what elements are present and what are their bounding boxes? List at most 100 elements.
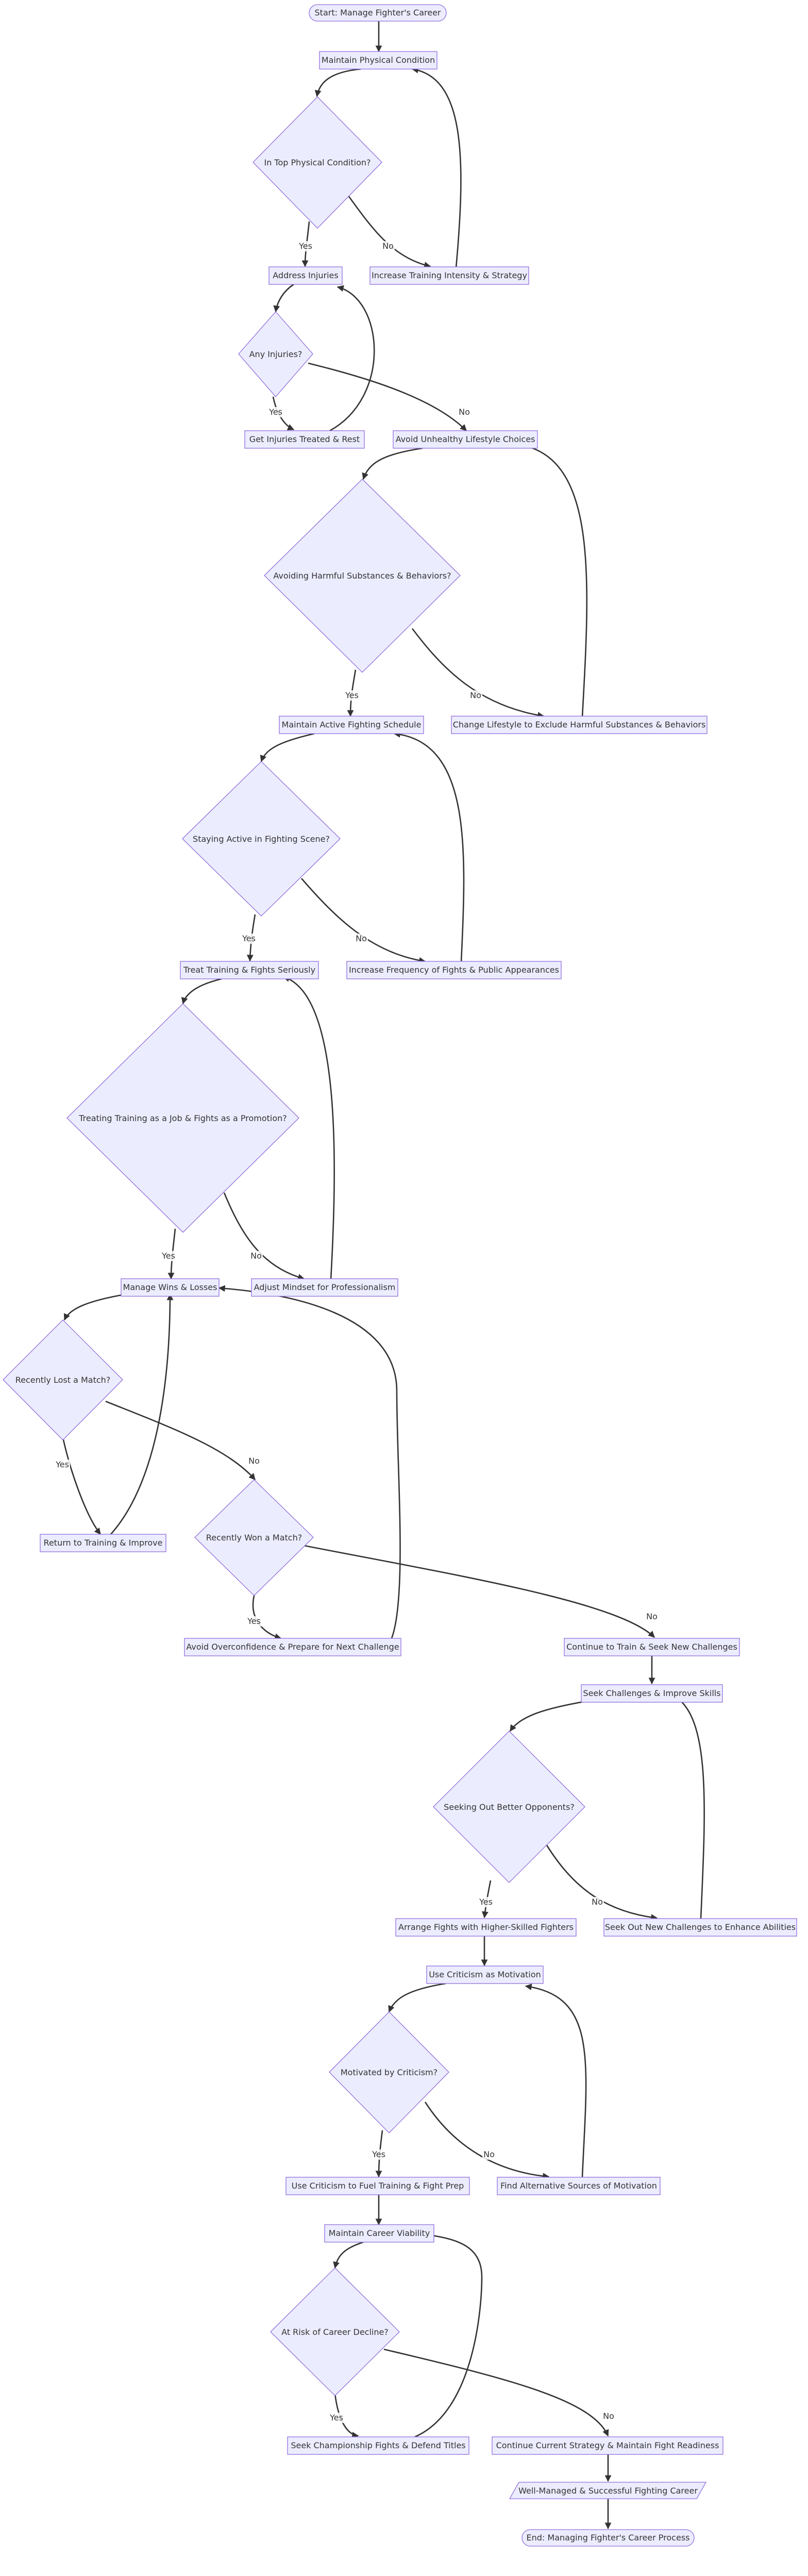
node-active-schedule-label: Maintain Active Fighting Schedule [282, 720, 422, 730]
node-fuel-training[interactable]: Use Criticism to Fuel Training & Fight P… [285, 2177, 470, 2195]
decision-any-injuries[interactable]: Any Injuries? [238, 311, 313, 397]
edge-change-back-avoid [514, 441, 588, 718]
decision-motivated[interactable]: Motivated by Criticism? [329, 2011, 449, 2133]
node-increase-frequency-label: Increase Frequency of Fights & Public Ap… [349, 965, 559, 975]
edge-label-yes: Yes [55, 1460, 70, 1470]
node-continue-train[interactable]: Continue to Train & Seek New Challenges [564, 1638, 740, 1656]
node-maintain-physical-label: Maintain Physical Condition [322, 55, 435, 65]
edge-label-no: No [458, 407, 471, 417]
node-change-lifestyle[interactable]: Change Lifestyle to Exclude Harmful Subs… [451, 716, 708, 734]
edge-criticism-motivated [388, 1982, 446, 2013]
decision-staying-active[interactable]: Staying Active in Fighting Scene? [182, 761, 341, 917]
node-increase-training[interactable]: Increase Training Intensity & Strategy [369, 266, 529, 285]
edge-label-no: No [469, 690, 482, 701]
node-continue-strategy[interactable]: Continue Current Strategy & Maintain Fig… [492, 2436, 723, 2455]
edge-label-yes: Yes [329, 2413, 344, 2423]
node-return-training[interactable]: Return to Training & Improve [40, 1534, 166, 1552]
node-seek-new[interactable]: Seek Out New Challenges to Enhance Abili… [603, 1918, 797, 1937]
edge-label-yes: Yes [246, 1616, 262, 1626]
decision-lost-match[interactable]: Recently Lost a Match? [3, 1319, 123, 1440]
node-increase-training-label: Increase Training Intensity & Strategy [372, 270, 527, 280]
edge-lostmatch-yes [62, 1437, 102, 1535]
nodes: Start: Manage Fighter's Career Maintain … [3, 4, 797, 2547]
node-start-label: Start: Manage Fighter's Career [315, 8, 441, 18]
edge-physical-topcondition [314, 68, 361, 97]
node-viability[interactable]: Maintain Career Viability [324, 2224, 434, 2243]
svg-text:Yes: Yes [479, 1897, 493, 1907]
svg-text:Yes: Yes [329, 2413, 343, 2422]
edge-motivated-no [424, 2102, 550, 2180]
edge-label-no: No [645, 1612, 659, 1622]
decision-motivated-label: Motivated by Criticism? [341, 2067, 437, 2077]
node-seek-challenges[interactable]: Seek Challenges & Improve Skills [581, 1684, 723, 1703]
edge-label-no: No [249, 1251, 263, 1261]
edge-seeknew-back-seek [669, 1693, 705, 1919]
node-seek-challenges-label: Seek Challenges & Improve Skills [583, 1688, 720, 1698]
node-manage-wins-label: Manage Wins & Losses [123, 1282, 217, 1292]
node-arrange-fights[interactable]: Arrange Fights with Higher-Skilled Fight… [395, 1918, 577, 1937]
node-avoid-unhealthy[interactable]: Avoid Unhealthy Lifestyle Choices [393, 430, 538, 449]
svg-text:Yes: Yes [161, 1251, 175, 1261]
node-maintain-physical[interactable]: Maintain Physical Condition [319, 51, 437, 70]
edge-label-no: No [602, 2411, 615, 2421]
node-use-criticism[interactable]: Use Criticism as Motivation [426, 1965, 544, 1984]
node-start[interactable]: Start: Manage Fighter's Career [309, 4, 447, 22]
svg-text:Yes: Yes [242, 934, 256, 943]
edge-avoid-harmful [362, 447, 423, 480]
svg-text:No: No [250, 1251, 262, 1261]
edge-harmful-no [411, 628, 545, 719]
edge-adjust-back-serious [282, 975, 335, 1280]
edge-label-yes: Yes [268, 407, 283, 417]
edge-risk-no [383, 2348, 609, 2437]
decision-top-condition[interactable]: In Top Physical Condition? [252, 96, 382, 229]
decision-treating-job[interactable]: Treating Training as a Job & Fights as a… [66, 1003, 299, 1233]
edge-wins-lostmatch [63, 1293, 127, 1321]
node-change-lifestyle-label: Change Lifestyle to Exclude Harmful Subs… [453, 720, 706, 730]
edge-overconfidence-back-wins [218, 1285, 401, 1639]
edge-increase-back-physical [411, 66, 462, 268]
edge-seek-betteropp [509, 1699, 593, 1732]
decision-risk-decline[interactable]: At Risk of Career Decline? [270, 2267, 400, 2396]
decision-better-opponents[interactable]: Seeking Out Better Opponents? [433, 1731, 585, 1883]
edge-topcondition-no [347, 195, 431, 268]
edge-altmotiv-back-criticism [525, 1984, 587, 2178]
edges [62, 21, 705, 2530]
node-active-schedule[interactable]: Maintain Active Fighting Schedule [279, 716, 424, 734]
decision-top-condition-label: In Top Physical Condition? [264, 158, 371, 167]
node-adjust-mindset[interactable]: Adjust Mindset for Professionalism [251, 1278, 398, 1297]
node-championship-label: Seek Championship Fights & Defend Titles [291, 2441, 465, 2450]
node-arrange-fights-label: Arrange Fights with Higher-Skilled Fight… [398, 1922, 574, 1932]
edge-viability-risk [333, 2241, 364, 2269]
decision-won-match[interactable]: Recently Won a Match? [194, 1479, 314, 1596]
node-avoid-overconfidence-label: Avoid Overconfidence & Prepare for Next … [186, 1642, 399, 1652]
node-return-training-label: Return to Training & Improve [44, 1538, 163, 1548]
node-address-injuries[interactable]: Address Injuries [268, 266, 343, 285]
edge-address-anyinjuries [273, 283, 294, 313]
node-treated-rest[interactable]: Get Injuries Treated & Rest [244, 430, 365, 449]
edge-label-no: No [247, 1456, 261, 1466]
node-viability-label: Maintain Career Viability [329, 2228, 430, 2238]
edge-label-yes: Yes [241, 934, 257, 944]
svg-text:No: No [459, 407, 470, 417]
edge-label-no: No [591, 1897, 604, 1907]
node-address-injuries-label: Address Injuries [273, 270, 338, 280]
node-manage-wins[interactable]: Manage Wins & Losses [121, 1278, 220, 1297]
node-well-managed[interactable]: Well-Managed & Successful Fighting Caree… [509, 2482, 707, 2499]
decision-lost-match-label: Recently Lost a Match? [15, 1375, 111, 1385]
decision-won-match-label: Recently Won a Match? [206, 1533, 302, 1543]
node-increase-frequency[interactable]: Increase Frequency of Fights & Public Ap… [346, 961, 562, 979]
node-end[interactable]: End: Managing Fighter's Career Process [521, 2529, 695, 2547]
node-championship[interactable]: Seek Championship Fights & Defend Titles [287, 2436, 469, 2455]
edge-frequency-back-schedule [393, 731, 465, 963]
decision-staying-active-label: Staying Active in Fighting Scene? [193, 834, 330, 844]
node-alt-motivation[interactable]: Find Alternative Sources of Motivation [497, 2177, 661, 2195]
node-treated-rest-label: Get Injuries Treated & Rest [249, 434, 360, 444]
edge-staying-no [301, 878, 426, 964]
decision-avoiding-harmful[interactable]: Avoiding Harmful Substances & Behaviors? [264, 479, 461, 673]
node-continue-strategy-label: Continue Current Strategy & Maintain Fig… [496, 2441, 719, 2450]
edge-label-yes: Yes [344, 690, 360, 701]
node-treat-serious[interactable]: Treat Training & Fights Seriously [180, 961, 319, 979]
svg-text:No: No [646, 1612, 658, 1621]
edge-wonmatch-yes [252, 1591, 282, 1640]
node-avoid-overconfidence[interactable]: Avoid Overconfidence & Prepare for Next … [184, 1638, 401, 1656]
